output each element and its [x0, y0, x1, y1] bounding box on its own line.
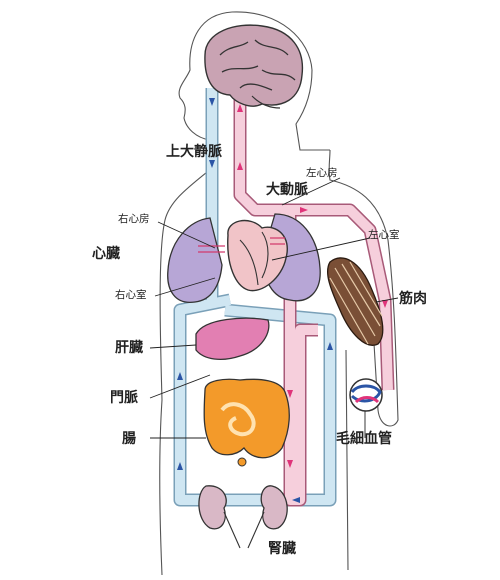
label-aorta: 大動脈	[266, 181, 308, 198]
brain	[204, 24, 304, 109]
label-intestine: 腸	[122, 430, 136, 447]
label-muscle: 筋肉	[399, 290, 427, 307]
label-left-atrium: 左心房	[306, 166, 338, 179]
head-outline	[231, 11, 330, 151]
label-superior-vena-cava: 上大静脈	[166, 143, 222, 160]
capillary	[349, 378, 383, 412]
label-right-ventricle: 右心室	[115, 288, 147, 301]
liver	[195, 317, 270, 361]
muscle	[326, 257, 384, 346]
label-capillary: 毛細血管	[336, 430, 392, 447]
label-heart: 心臓	[92, 245, 120, 262]
artery-flow-arrows	[237, 104, 388, 468]
label-right-atrium: 右心房	[118, 212, 150, 225]
intestine	[203, 378, 290, 467]
kidneys	[198, 485, 288, 549]
vein-flow-arrows	[177, 98, 333, 503]
lungs	[167, 213, 321, 303]
label-liver: 肝臓	[115, 339, 143, 356]
label-left-ventricle: 左心室	[368, 228, 400, 241]
leader-lines	[149, 177, 399, 439]
label-kidney: 腎臓	[268, 540, 296, 557]
label-portal-vein: 門脈	[110, 389, 138, 406]
